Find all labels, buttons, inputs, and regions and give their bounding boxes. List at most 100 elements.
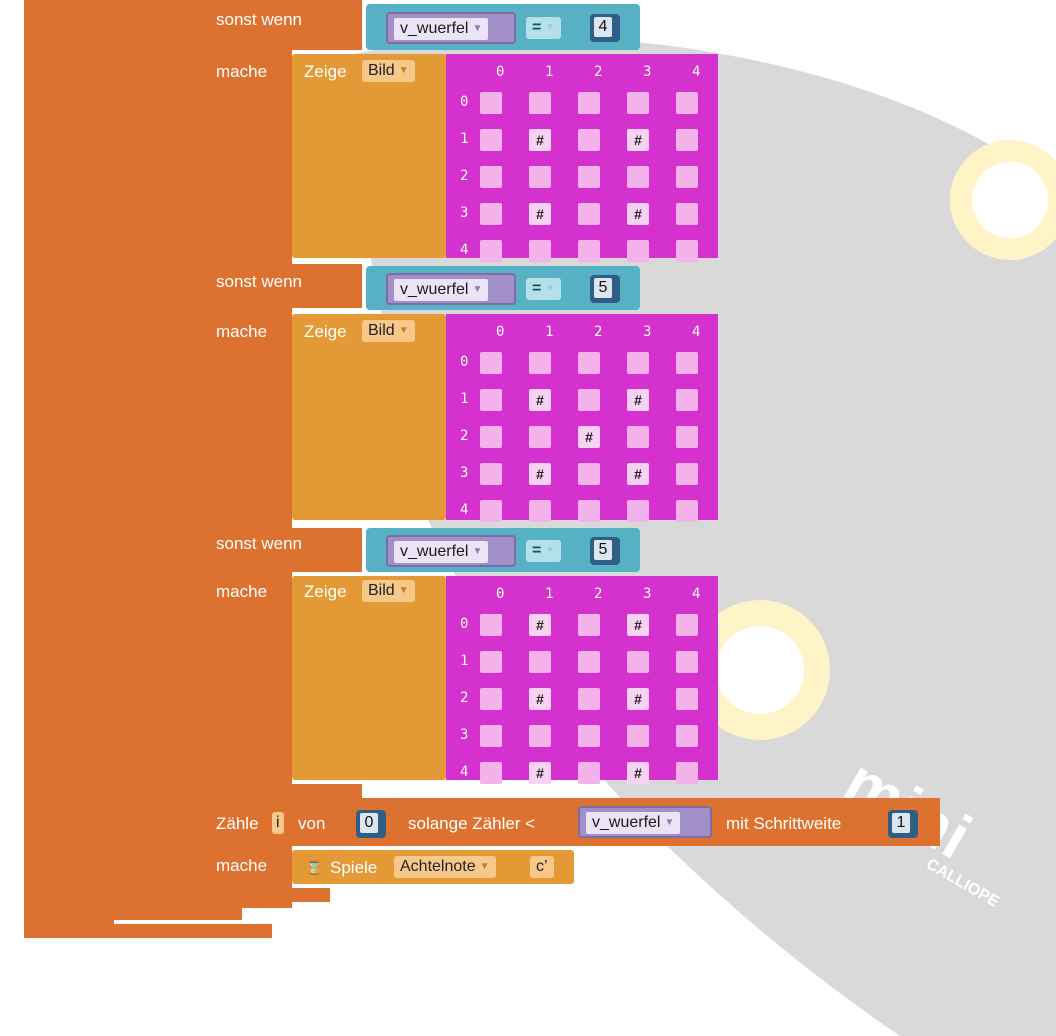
led-cell[interactable] (676, 240, 698, 262)
led-cell[interactable] (676, 389, 698, 411)
else-if-header-1[interactable] (202, 0, 362, 50)
from-number-block[interactable]: 0 (356, 810, 386, 838)
led-cell[interactable] (676, 92, 698, 114)
led-cell[interactable] (529, 500, 551, 522)
led-cell[interactable] (480, 389, 502, 411)
led-cell[interactable] (578, 688, 600, 710)
led-cell[interactable] (676, 651, 698, 673)
pitch-field[interactable]: c’ (530, 856, 554, 878)
led-cell[interactable] (627, 500, 649, 522)
led-cell[interactable] (578, 352, 600, 374)
led-cell[interactable]: # (627, 203, 649, 225)
loop-var-dropdown[interactable]: i (272, 812, 284, 834)
operator-dropdown[interactable]: =▼ (526, 17, 562, 39)
led-cell[interactable] (480, 240, 502, 262)
led-cell[interactable] (529, 166, 551, 188)
var-block-2[interactable]: v_wuerfel▼ (386, 273, 516, 305)
image-type-dropdown[interactable]: Bild▼ (362, 580, 415, 602)
led-cell[interactable] (529, 725, 551, 747)
led-cell[interactable] (676, 463, 698, 485)
operator-dropdown[interactable]: =▼ (526, 278, 562, 300)
led-cell[interactable] (676, 762, 698, 784)
led-cell[interactable] (578, 762, 600, 784)
led-cell[interactable]: # (627, 129, 649, 151)
led-cell[interactable] (676, 166, 698, 188)
image-type-dropdown[interactable]: Bild▼ (362, 320, 415, 342)
led-cell[interactable] (676, 725, 698, 747)
led-cell[interactable] (480, 203, 502, 225)
else-if-header-3[interactable] (202, 528, 362, 572)
led-cell[interactable] (578, 500, 600, 522)
led-cell[interactable] (676, 688, 698, 710)
led-cell[interactable]: # (529, 614, 551, 636)
from-value[interactable]: 0 (360, 813, 378, 833)
led-cell[interactable] (578, 129, 600, 151)
led-cell[interactable]: # (529, 463, 551, 485)
led-cell[interactable] (578, 725, 600, 747)
number-value[interactable]: 5 (594, 278, 612, 298)
led-cell[interactable] (627, 240, 649, 262)
led-cell[interactable]: # (578, 426, 600, 448)
led-cell[interactable] (676, 129, 698, 151)
var-dropdown[interactable]: v_wuerfel▼ (394, 541, 489, 563)
led-cell[interactable] (480, 92, 502, 114)
led-cell[interactable] (480, 352, 502, 374)
led-cell[interactable] (676, 426, 698, 448)
led-cell[interactable] (676, 614, 698, 636)
show-image-block-1[interactable] (292, 54, 446, 258)
led-cell[interactable] (627, 166, 649, 188)
led-cell[interactable]: # (529, 688, 551, 710)
led-cell[interactable] (578, 203, 600, 225)
led-cell[interactable] (627, 426, 649, 448)
operator-dropdown[interactable]: =▼ (526, 540, 562, 562)
led-cell[interactable] (578, 166, 600, 188)
step-value[interactable]: 1 (892, 813, 910, 833)
led-cell[interactable] (480, 614, 502, 636)
led-cell[interactable] (578, 651, 600, 673)
var-dropdown[interactable]: v_wuerfel▼ (394, 18, 489, 40)
led-cell[interactable]: # (627, 614, 649, 636)
led-cell[interactable] (627, 92, 649, 114)
step-number-block[interactable]: 1 (888, 810, 918, 838)
led-cell[interactable] (676, 500, 698, 522)
led-cell[interactable] (529, 651, 551, 673)
led-cell[interactable] (578, 389, 600, 411)
var-block-1[interactable]: v_wuerfel▼ (386, 12, 516, 44)
number-value[interactable]: 5 (594, 540, 612, 560)
middle-loop-frame[interactable] (114, 0, 202, 920)
led-cell[interactable] (676, 352, 698, 374)
led-cell[interactable] (480, 426, 502, 448)
led-cell[interactable]: # (627, 463, 649, 485)
led-cell[interactable] (529, 240, 551, 262)
led-cell[interactable]: # (529, 129, 551, 151)
led-cell[interactable] (578, 240, 600, 262)
show-image-block-3[interactable] (292, 576, 446, 780)
led-cell[interactable] (676, 203, 698, 225)
led-cell[interactable]: # (627, 389, 649, 411)
if-block-spine[interactable] (202, 0, 292, 798)
number-value[interactable]: 4 (594, 17, 612, 37)
number-block-3[interactable]: 5 (590, 537, 620, 565)
else-if-header-2[interactable] (202, 264, 362, 308)
led-cell[interactable] (480, 762, 502, 784)
var-dropdown[interactable]: v_wuerfel▼ (394, 279, 489, 301)
led-cell[interactable]: # (627, 762, 649, 784)
note-length-dropdown[interactable]: Achtelnote▼ (394, 856, 496, 878)
led-cell[interactable] (529, 426, 551, 448)
led-cell[interactable]: # (529, 762, 551, 784)
image-type-dropdown[interactable]: Bild▼ (362, 60, 415, 82)
led-cell[interactable] (480, 500, 502, 522)
led-cell[interactable]: # (529, 389, 551, 411)
led-cell[interactable] (578, 614, 600, 636)
led-cell[interactable] (529, 352, 551, 374)
show-image-block-2[interactable] (292, 314, 446, 520)
led-cell[interactable] (627, 352, 649, 374)
outer-loop-frame[interactable] (24, 0, 114, 938)
number-block-1[interactable]: 4 (590, 14, 620, 42)
led-cell[interactable] (578, 92, 600, 114)
limit-var-block[interactable]: v_wuerfel▼ (578, 806, 712, 838)
number-block-2[interactable]: 5 (590, 275, 620, 303)
led-cell[interactable] (480, 129, 502, 151)
